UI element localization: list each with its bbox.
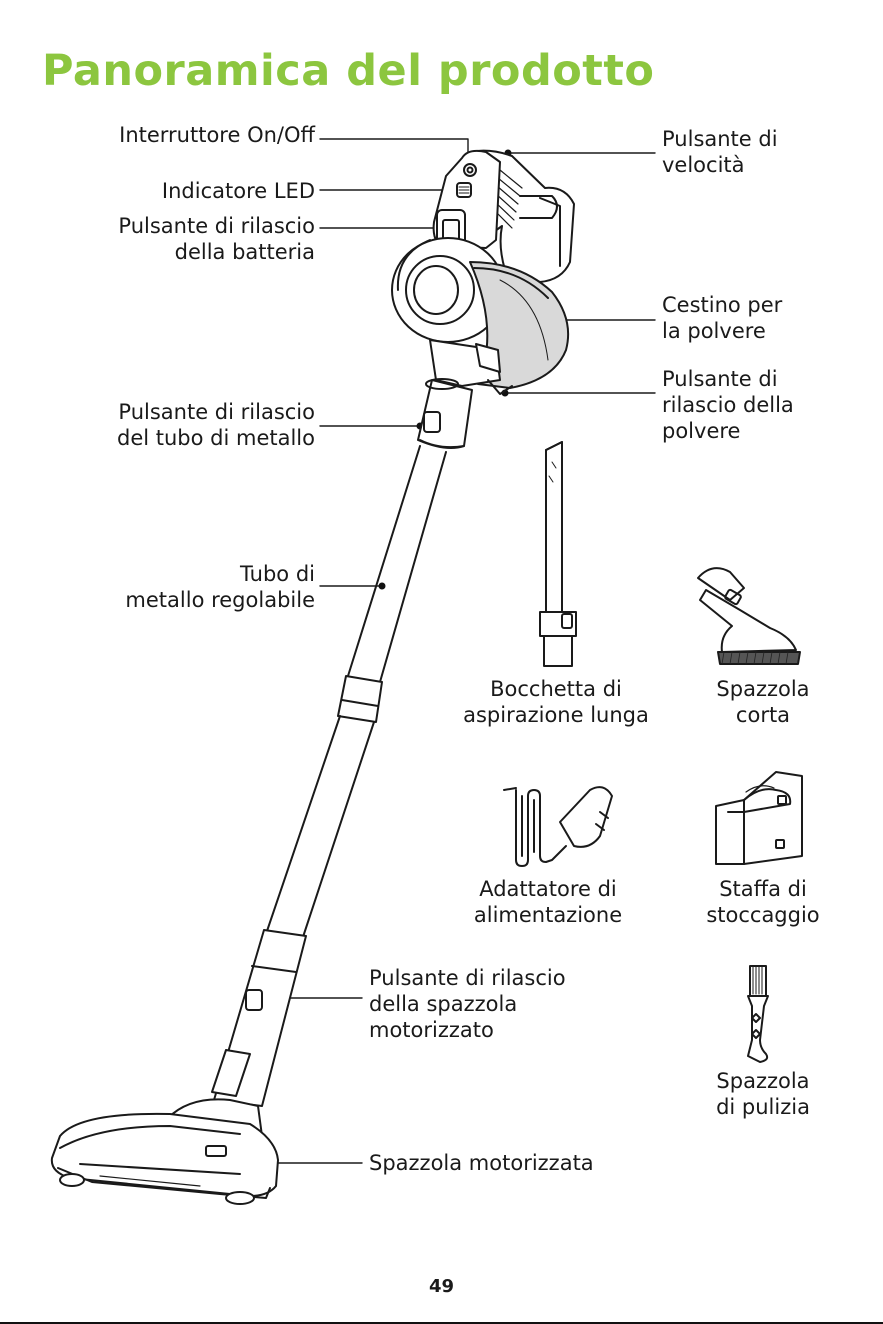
label-long-nozzle: Bocchetta di aspirazione lunga <box>463 677 649 727</box>
vacuum-body <box>391 149 575 449</box>
label-dust-bin: Cestino per la polvere <box>662 293 783 343</box>
label-speed-button: Pulsante di velocità <box>662 127 778 177</box>
label-led-indicator: Indicatore LED <box>161 179 315 203</box>
page-number: 49 <box>428 1276 455 1297</box>
long-nozzle-illustration <box>539 441 577 667</box>
storage-bracket-illustration <box>715 771 803 865</box>
page-title: Panoramica del prodotto <box>42 46 655 96</box>
power-adapter-illustration <box>503 786 613 867</box>
label-brush-release: Pulsante di rilascio della spazzola moto… <box>369 966 566 1042</box>
label-power-adapter: Adattatore di alimentazione <box>473 877 623 927</box>
short-brush-illustration <box>697 567 801 665</box>
bottom-rule <box>0 1322 883 1324</box>
metal-tube <box>211 445 447 1107</box>
cleaning-brush-illustration <box>747 965 769 1063</box>
label-motor-brush: Spazzola motorizzata <box>369 1151 594 1175</box>
label-battery-release: Pulsante di rilascio della batteria <box>118 214 315 264</box>
label-cleaning-brush: Spazzola di pulizia <box>716 1069 810 1119</box>
label-on-off-switch: Interruttore On/Off <box>119 123 315 147</box>
label-short-brush: Spazzola corta <box>716 677 810 727</box>
label-tube-release: Pulsante di rilascio del tubo di metallo <box>117 400 315 450</box>
label-dust-release: Pulsante di rilascio della polvere <box>662 367 794 443</box>
motorized-brush-head <box>50 1098 279 1205</box>
label-storage-bracket: Staffa di stoccaggio <box>706 877 820 927</box>
label-adjustable-tube: Tubo di metallo regolabile <box>125 562 315 612</box>
